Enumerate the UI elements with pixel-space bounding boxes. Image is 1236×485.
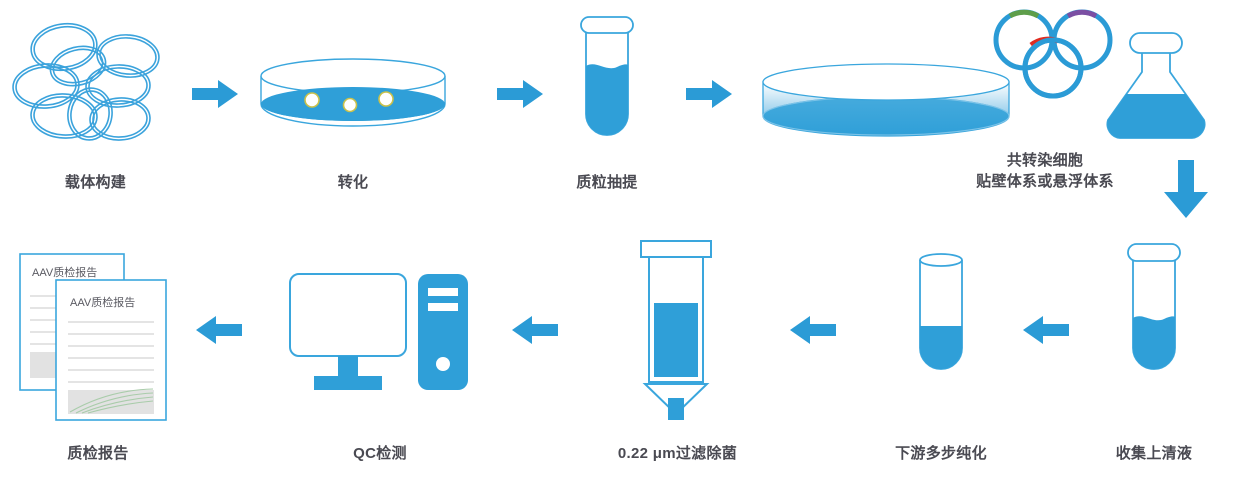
capped-test-tube-icon [580, 16, 634, 136]
supernatant-label: 收集上清液 [1115, 445, 1193, 462]
petri-dish-colonies-icon [260, 58, 446, 127]
three-plasmid-rings-icon [993, 9, 1113, 99]
cotransfection-label-line2: 贴壁体系或悬浮体系 [976, 173, 1114, 190]
arrow-right-icon-3 [686, 80, 732, 108]
report-title-back: AAV质检报告 [32, 265, 97, 279]
capped-test-tube-icon [1127, 243, 1181, 370]
transformation-icon-group [258, 58, 448, 138]
qc-report-icon-group: AAV质检报告 AAV质检报告 [18, 252, 178, 422]
open-test-tube-icon [919, 253, 963, 370]
report-documents-icon: AAV质检报告 AAV质检报告 [19, 253, 167, 421]
erlenmeyer-flask-icon-group [1098, 28, 1214, 144]
arrow-left-icon-2 [790, 316, 836, 344]
qc-testing-label: QC检测 [353, 445, 407, 462]
arrow-down-icon [1164, 160, 1208, 218]
arrow-left-icon-1 [1023, 316, 1069, 344]
plasmid-extraction-icon-group [572, 14, 642, 149]
arrow-right-icon-1 [192, 80, 238, 108]
arrow-right-icon-2 [497, 80, 543, 108]
filtration-label: 0.22 μm过滤除菌 [617, 445, 738, 462]
vector-construction-label: 载体构建 [64, 174, 127, 191]
three-plasmid-rings-icon-group [986, 8, 1126, 100]
purification-icon-group [906, 248, 976, 380]
arrow-left-icon-3 [512, 316, 558, 344]
culture-dish-icon [762, 63, 1010, 137]
arrow-left-icon-4 [196, 316, 242, 344]
supernatant-icon-group [1119, 240, 1189, 380]
report-title-front: AAV质检报告 [70, 295, 135, 309]
erlenmeyer-flask-icon [1106, 32, 1206, 139]
filtration-icon-group [630, 238, 722, 420]
plasmid-extraction-label: 质粒抽提 [576, 174, 638, 191]
cotransfection-label: 共转染细胞 贴壁体系或悬浮体系 [930, 150, 1160, 192]
computer-icon [289, 273, 468, 390]
vector-construction-icon-group [8, 14, 183, 159]
purification-label: 下游多步纯化 [895, 445, 987, 462]
qc-testing-icon-group [288, 272, 470, 392]
culture-dish-icon-group [760, 62, 1012, 146]
cotransfection-label-line1: 共转染细胞 [1006, 152, 1084, 169]
qc-report-label: 质检报告 [67, 445, 129, 462]
transformation-label: 转化 [337, 174, 369, 191]
filter-column-icon [640, 240, 712, 420]
plasmid-cluster-icon [12, 22, 160, 141]
